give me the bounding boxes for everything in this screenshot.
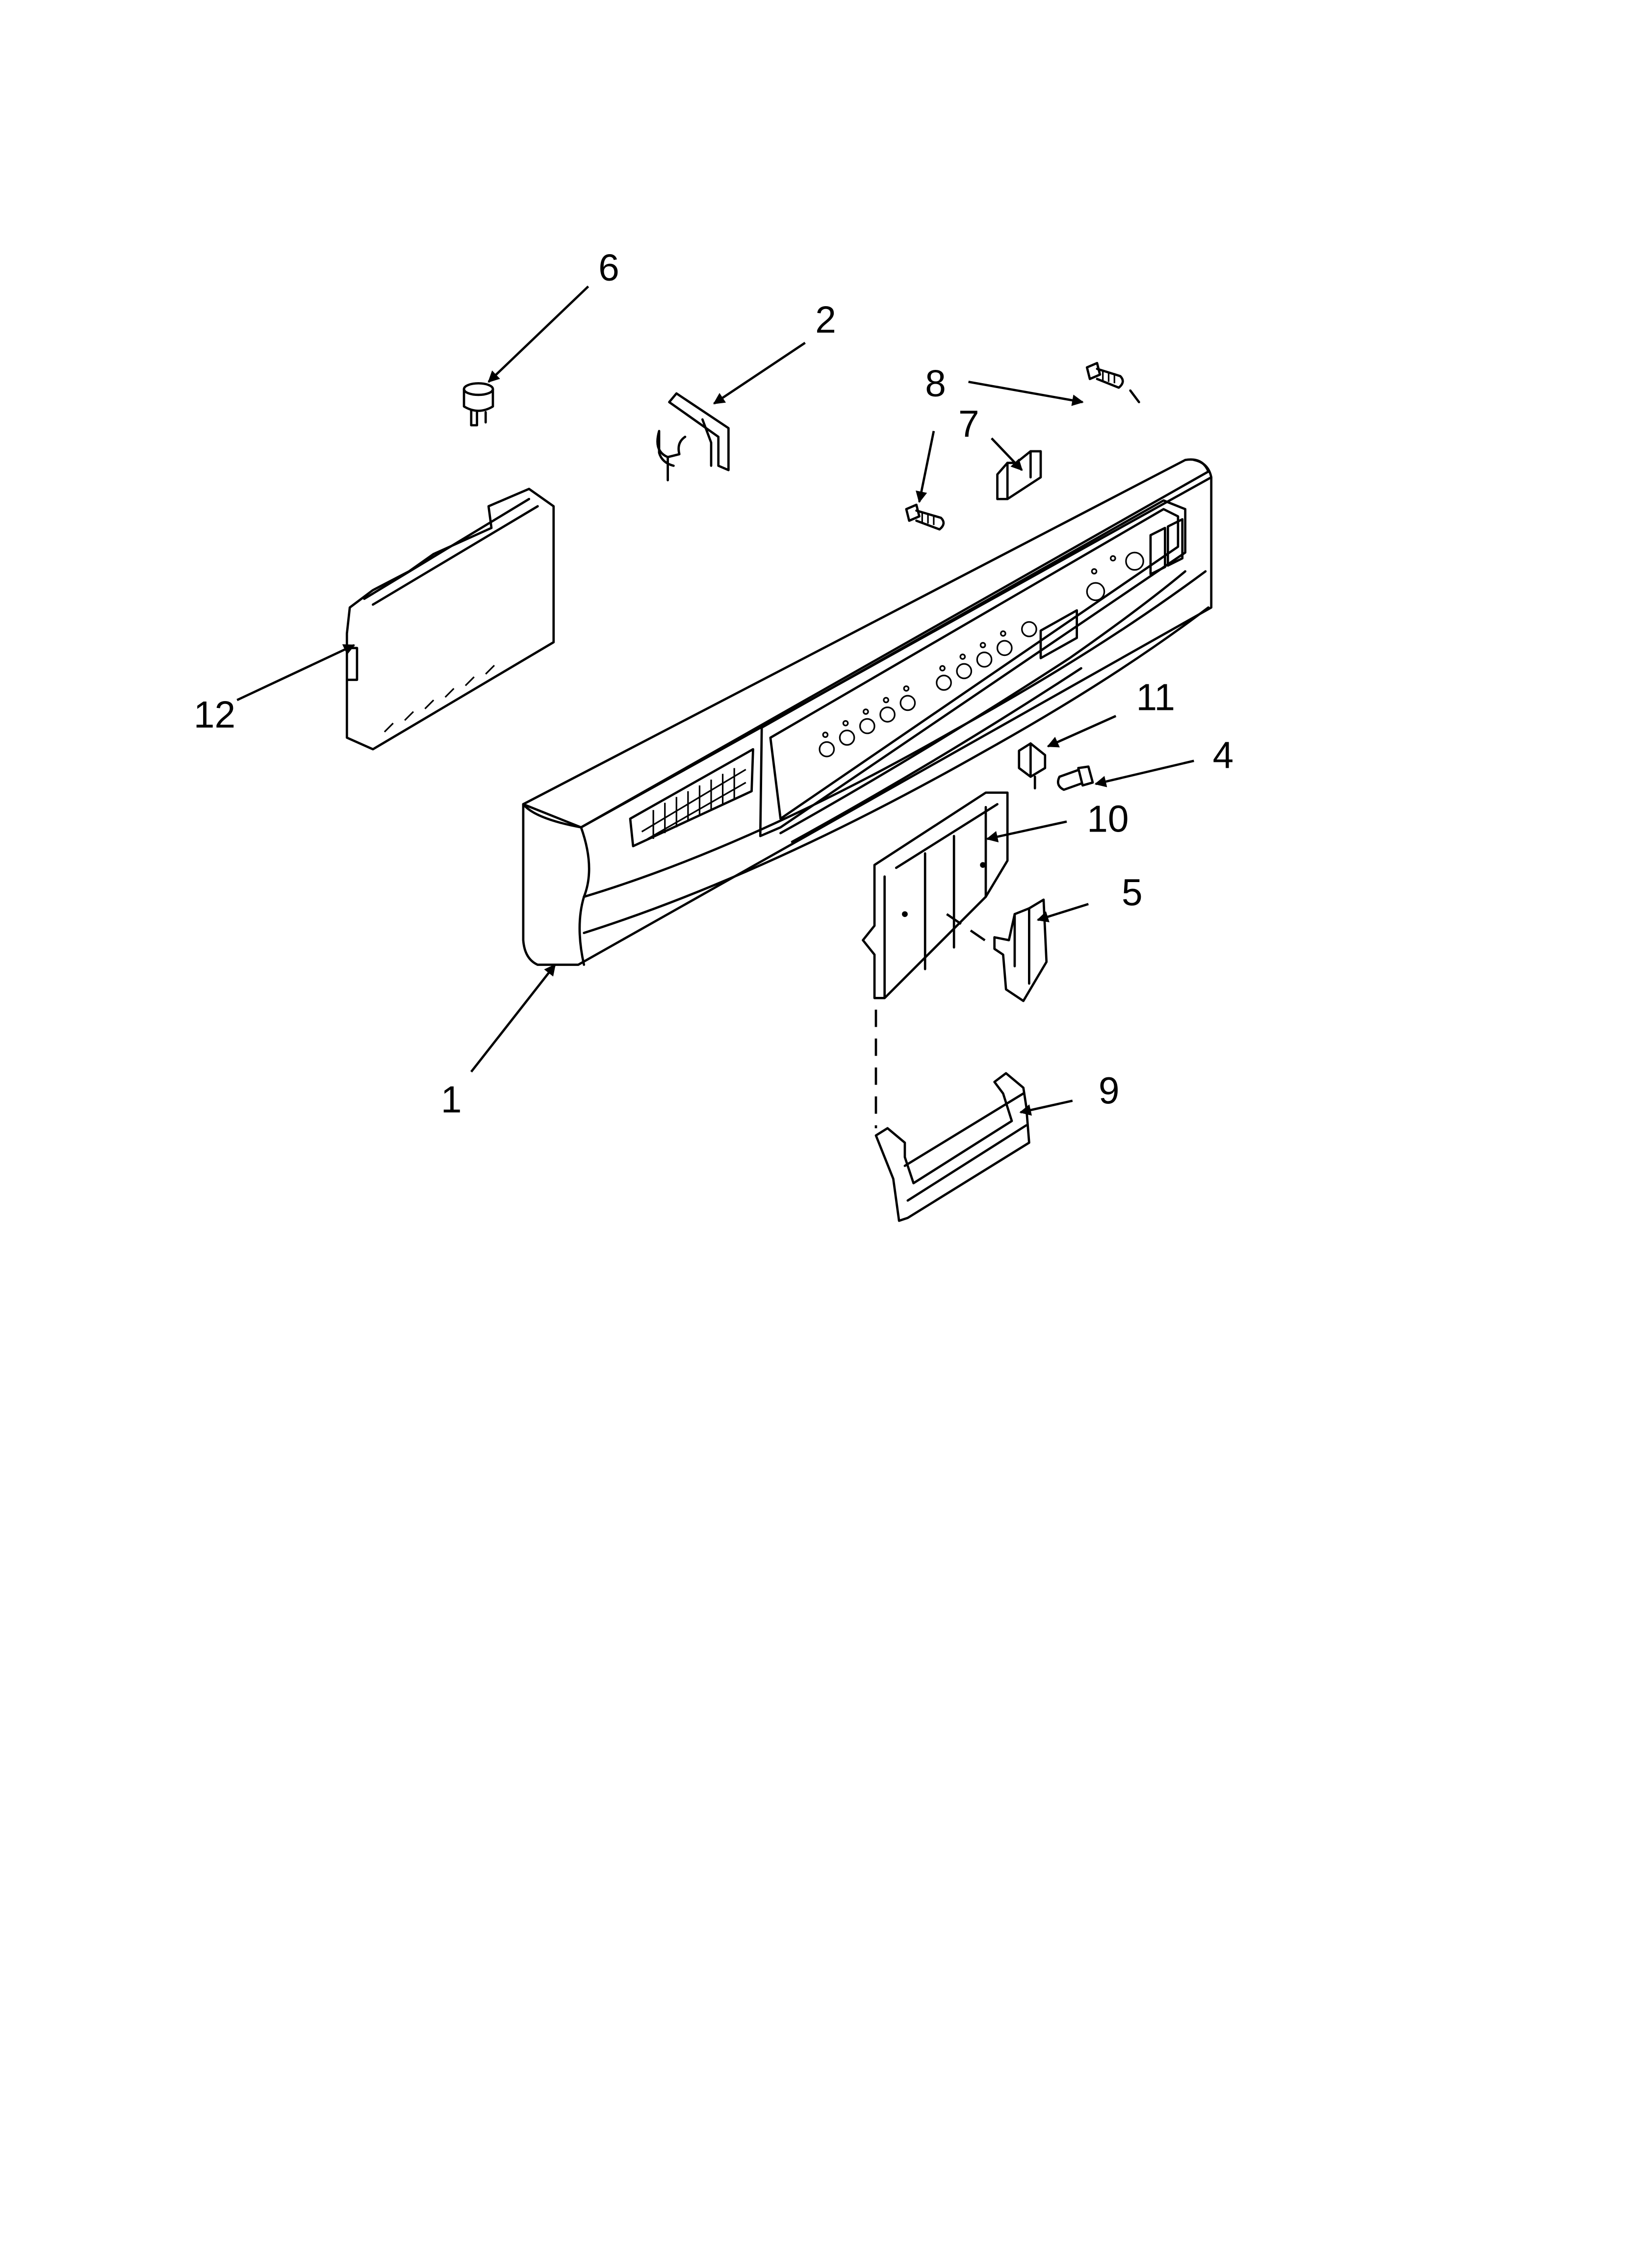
control-panel-console bbox=[522, 458, 1213, 966]
callout-10: 10 bbox=[1087, 798, 1129, 840]
callout-11: 12 bbox=[194, 694, 235, 736]
callout-labels: 6 2 8 7 12 11 4 10 5 9 1 bbox=[194, 247, 1233, 1121]
bracket-5 bbox=[993, 898, 1048, 1002]
knob-part bbox=[462, 382, 494, 427]
callout-4: 4 bbox=[1213, 735, 1234, 777]
clip-part-7 bbox=[996, 450, 1042, 500]
handle-bracket-9 bbox=[874, 1072, 1030, 1222]
callout-5: 5 bbox=[1122, 872, 1143, 914]
callout-7: 7 bbox=[958, 403, 979, 445]
callout-12: 11 bbox=[1136, 677, 1175, 719]
mounting-bracket-10 bbox=[862, 791, 1009, 1128]
callout-1: 1 bbox=[441, 1079, 462, 1121]
screw-part-4 bbox=[1057, 765, 1094, 791]
leader-arrows bbox=[236, 286, 1194, 1116]
screw-part-8a bbox=[905, 503, 945, 531]
screw-part-8b bbox=[1085, 362, 1140, 403]
switch-part-12 bbox=[1018, 742, 1047, 790]
callout-2: 2 bbox=[815, 299, 836, 341]
clip-part-2 bbox=[656, 392, 730, 482]
control-board bbox=[345, 488, 555, 751]
callout-9: 9 bbox=[1099, 1070, 1120, 1112]
callout-8: 8 bbox=[925, 363, 946, 405]
callout-6: 6 bbox=[598, 247, 619, 289]
